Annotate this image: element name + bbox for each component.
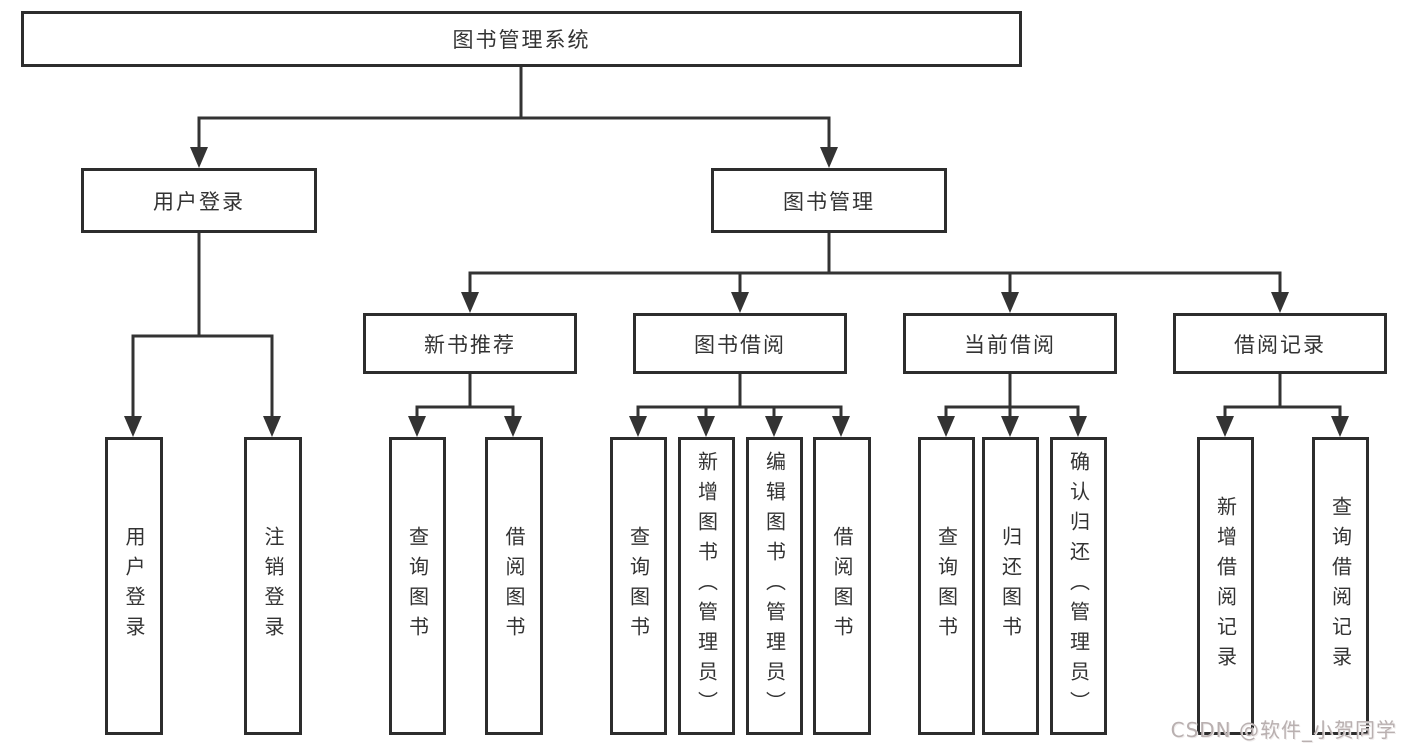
node-leaf-logout: 注销登录 [244,437,302,735]
arrowhead-icon [408,416,426,437]
node-leaf-return-book: 归还图书 [982,437,1039,735]
edge-from-new-book-recommend [415,372,515,423]
node-leaf-add-borrow-record: 新增借阅记录 [1197,437,1254,735]
node-leaf-confirm-return: 确认归还（管理员） [1050,437,1107,735]
node-leaf-borrow-book-a: 借阅图书 [485,437,543,735]
node-leaf-edit-book: 编辑图书（管理员） [746,437,803,735]
edge-from-root [197,65,831,154]
arrowhead-icon [504,416,522,437]
arrowhead-icon [937,416,955,437]
node-leaf-query-book-a: 查询图书 [389,437,446,735]
node-book-borrowing: 图书借阅 [633,313,847,374]
arrowhead-icon [629,416,647,437]
node-leaf-query-borrow-record: 查询借阅记录 [1312,437,1369,735]
arrowhead-icon [1216,416,1234,437]
edge-from-current-borrowing [944,372,1080,423]
arrowhead-icon [1001,292,1019,313]
node-root: 图书管理系统 [21,11,1022,67]
arrowhead-icon [820,147,838,168]
edge-from-user-login [131,231,274,423]
arrowhead-icon [697,416,715,437]
arrowhead-icon [731,292,749,313]
edge-from-borrowing-records [1223,372,1342,423]
node-leaf-query-book-c: 查询图书 [918,437,975,735]
arrowhead-icon [190,147,208,168]
arrowhead-icon [124,416,142,437]
node-book-management: 图书管理 [711,168,947,233]
arrowhead-icon [1331,416,1349,437]
node-leaf-query-book-b: 查询图书 [610,437,667,735]
arrowhead-icon [1001,416,1019,437]
node-user-login: 用户登录 [81,168,317,233]
node-new-book-recommend: 新书推荐 [363,313,577,374]
edge-from-book-management [468,231,1282,299]
node-leaf-add-book: 新增图书（管理员） [678,437,735,735]
node-borrowing-records: 借阅记录 [1173,313,1387,374]
arrowhead-icon [1069,416,1087,437]
csdn-watermark: CSDN @软件_小贺同学 [1170,718,1397,742]
node-leaf-borrow-book-b: 借阅图书 [813,437,871,735]
arrowhead-icon [832,416,850,437]
arrowhead-icon [263,416,281,437]
node-current-borrowing: 当前借阅 [903,313,1117,374]
arrowhead-icon [1271,292,1289,313]
node-leaf-user-login: 用户登录 [105,437,163,735]
arrowhead-icon [765,416,783,437]
arrowhead-icon [461,292,479,313]
edge-from-book-borrowing [636,372,843,423]
